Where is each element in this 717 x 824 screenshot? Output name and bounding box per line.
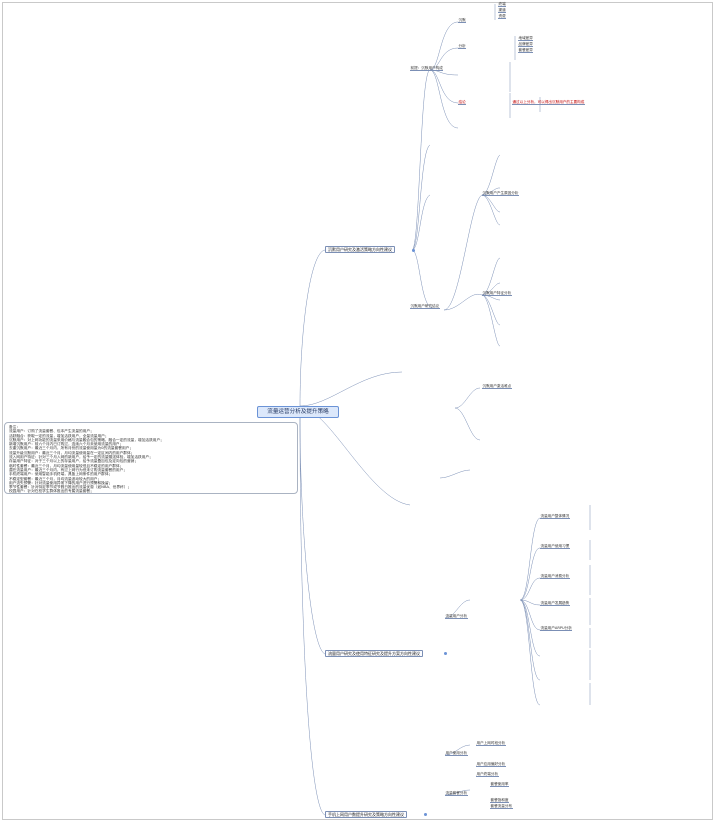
leaf-item: 流量用户发展趋势 [540, 601, 570, 606]
leaf-item: 沉默用户激活难点 [482, 384, 512, 389]
section-traffic-analysis[interactable]: 流量用户分析 [445, 614, 468, 619]
leaf-item: 流量用户消费分析 [540, 574, 570, 579]
note-line: 存量用户特征：对于三个月以上的存量用户，给予流量叠加包及定向包的营销； [9, 459, 139, 464]
leaf-item: 流量用户ARPU分析 [540, 626, 573, 631]
note-line: 临时性套餐：最近三个月，月均流量使用量较低且不稳定的用户群体； [9, 463, 124, 468]
note-line: 校园用户：针对在校学生群体推出的专属流量套餐； [9, 489, 94, 494]
branch-silent-users[interactable]: 沉默用户研究及激活策略方向性建议 [325, 246, 395, 253]
note-line: 季节性套餐：针对特定季节或节假日推出的流量优惠（如NBA、世界杯）； [9, 485, 132, 490]
note-line: 备注： [9, 425, 21, 429]
note-line: 流量用户：订购了流量套餐、包本产生流量的用户； [9, 429, 94, 434]
expand-connector[interactable] [412, 249, 415, 252]
leaf-item: 渠道 [498, 8, 507, 13]
branch-traffic-users[interactable]: 流量用户研究及使用特征研究及提升方案方向性建议 [325, 650, 423, 657]
note-line: 流入网用户特征：针对三个月入网的新用户，给予一定的流量赠送体验，增加活跃用户； [9, 455, 153, 460]
expand-connector[interactable] [444, 652, 447, 655]
leaf-item: 地域差异 [518, 36, 534, 41]
leaf-item: 沉默用户特征分析 [482, 291, 512, 296]
note-line: 去重沉默用户：最近三个月内，所有月份的流量使用量为0的流量套餐用户； [9, 446, 134, 451]
section-usage-analysis[interactable]: 用户使用分析 [445, 751, 468, 756]
leaf-item: 用户上网时段分析 [476, 741, 506, 746]
leaf-item: 用户终端分析 [476, 772, 499, 777]
leaf-item: 终端 [498, 2, 507, 7]
leaf-item: 套餐差异 [518, 48, 534, 53]
note-line: 手机终端用户：使用智能手机终端，具备上网条件的用户群体； [9, 472, 113, 477]
leaf-item-conclusion: 通过以上分析，可以得出沉默用户的主要构成 [512, 100, 585, 105]
leaf-item: 流量用户整体情况 [540, 514, 570, 519]
group-label[interactable]: 分析 [458, 44, 467, 49]
section-silent-conclusion[interactable]: 沉默用户研究结论 [410, 304, 440, 309]
group-label-conclusion[interactable]: 结论 [458, 100, 467, 105]
note-line: 活跃融合：获取一定的流量，增加活跃用户，全量流量用户； [9, 433, 109, 438]
note-line: 沉默用户：对上网功能的流量采用价格与流量融合包的策略，融合一定的流量，增加活跃用… [9, 437, 164, 442]
leaf-item: 套餐流量分布 [490, 804, 513, 809]
leaf-item: 流量用户使用习惯 [540, 544, 570, 549]
root-topic[interactable]: 流量运营分析及提升策略 [257, 406, 339, 418]
note-line: 流量升级沉默用户：最近三个月，月均流量使用量在一定区间内的用户群体； [9, 450, 135, 455]
note-line: 潜在流量用户：最近三个月内，有过上网行为但未订购流量套餐的用户； [9, 467, 127, 472]
note-line: 不稳定型套餐：最近三个月，月均流量波动较大的用户； [9, 476, 102, 481]
notes-box: 备注： 流量用户：订购了流量套餐、包本产生流量的用户； 活跃融合：获取一定的流量… [4, 422, 298, 494]
leaf-item: 沉默用户产生原因分析 [482, 191, 519, 196]
section-package-analysis[interactable]: 流量套餐分析 [445, 791, 468, 796]
note-line: 新增沉默用户：前六个月内已订购过，连续六个月未使用流量的用户； [9, 442, 124, 447]
leaf-item: 资费 [498, 14, 507, 19]
leaf-item: 用户应用偏好分析 [476, 762, 506, 767]
leaf-item: 套餐饱和度 [490, 798, 509, 803]
leaf-item: 品牌差异 [518, 42, 534, 47]
branch-mobile-internet-users[interactable]: 手机上网用户数提升研究及策略方向性建议 [325, 811, 407, 818]
section-silent-composition[interactable]: 前提：沉默用户构成 [410, 66, 444, 71]
expand-connector[interactable] [424, 813, 427, 816]
note-line: 用户流失预警：针对流量使用异常下降的用户进行预警和挽留； [9, 480, 113, 485]
group-label[interactable]: 沉默 [458, 18, 467, 23]
leaf-item: 套餐使用率 [490, 782, 509, 787]
